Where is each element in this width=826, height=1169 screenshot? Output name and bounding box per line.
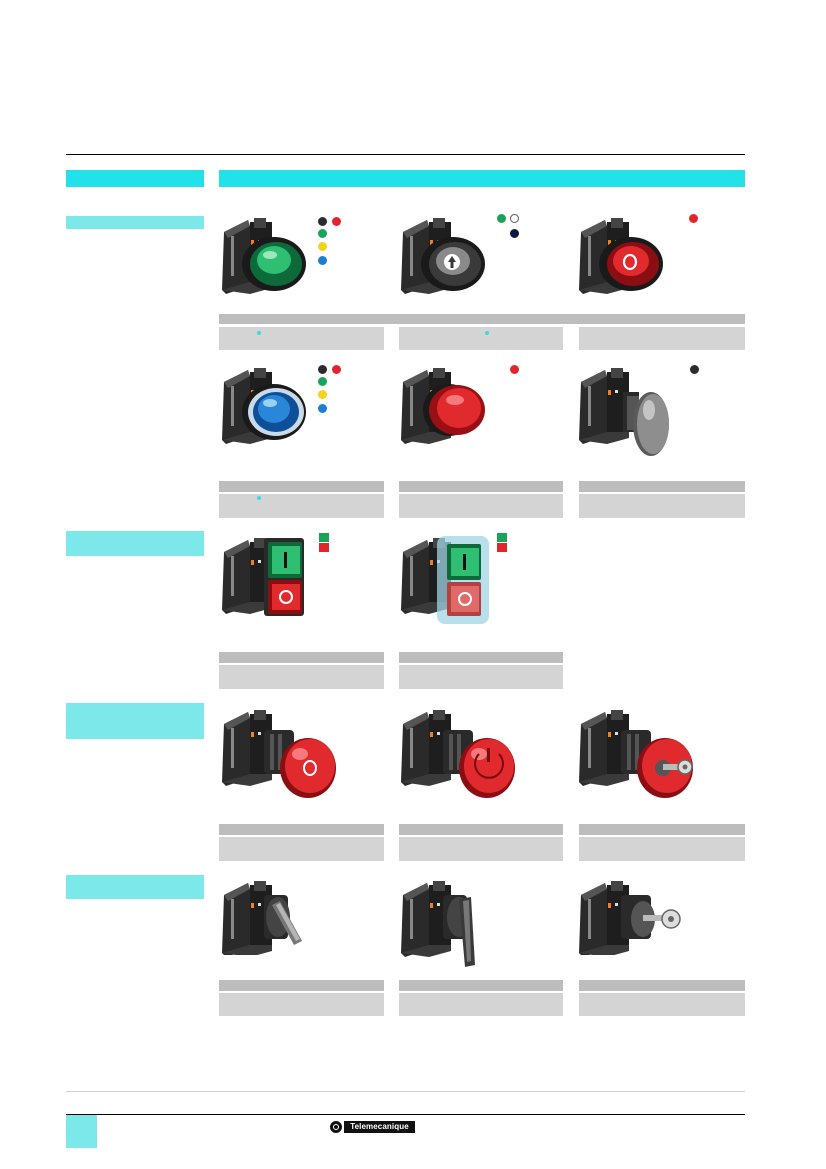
caption-header xyxy=(399,980,563,991)
caption-box xyxy=(399,494,563,518)
color-dot-black xyxy=(690,365,699,374)
color-dot-blue xyxy=(318,404,327,413)
side-label-flush xyxy=(66,216,204,229)
caption-box xyxy=(399,327,563,350)
caption-header xyxy=(219,481,384,492)
key-switch-icon xyxy=(579,881,681,957)
color-square-green xyxy=(497,533,507,542)
projecting-pushbutton-red-icon xyxy=(401,368,485,444)
illuminated-pushbutton-blue-icon xyxy=(222,368,306,444)
color-dot-red xyxy=(332,217,341,226)
caption-box xyxy=(579,494,745,518)
caption-header xyxy=(579,980,745,991)
product-illuminated-blue xyxy=(220,362,310,446)
color-square-red xyxy=(497,543,507,552)
flush-pushbutton-arrow-icon xyxy=(401,218,485,294)
caption-box xyxy=(219,993,384,1016)
telemecanique-logo-icon xyxy=(330,1121,342,1133)
product-emergency-stop-1 xyxy=(220,704,340,800)
color-dot-red xyxy=(510,365,519,374)
caption-header xyxy=(579,824,745,835)
top-rule xyxy=(66,154,745,155)
selector-switch-long-handle-icon xyxy=(401,881,475,967)
marker-dot xyxy=(257,331,261,335)
color-dot-white xyxy=(510,214,519,223)
marker-dot xyxy=(485,331,489,335)
side-label-selector xyxy=(66,875,204,899)
brand-logo: Telemecanique xyxy=(344,1121,415,1133)
caption-header xyxy=(219,652,384,663)
emergency-stop-turn-release-icon xyxy=(401,710,515,798)
flush-pushbutton-red-o-icon xyxy=(579,218,663,294)
product-emergency-stop-3 xyxy=(577,704,697,800)
caption-box xyxy=(399,837,563,861)
caption-box xyxy=(399,665,563,689)
double-headed-pushbutton-icon xyxy=(222,538,304,616)
caption-header xyxy=(219,824,384,835)
color-dot-green xyxy=(318,377,327,386)
product-emergency-stop-2 xyxy=(399,704,519,800)
caption-box xyxy=(219,494,384,518)
product-flush-red xyxy=(577,212,667,296)
color-dot-red xyxy=(332,365,341,374)
color-dot-yellow xyxy=(318,390,327,399)
caption-header xyxy=(399,652,563,663)
emergency-stop-mushroom-icon xyxy=(222,710,336,798)
product-selector-long xyxy=(399,875,499,970)
color-dot-blue xyxy=(318,256,327,265)
color-dot-red xyxy=(689,214,698,223)
color-dot-black xyxy=(318,365,327,374)
product-double-headed-booted xyxy=(399,532,499,627)
color-dot-yellow xyxy=(318,242,327,251)
flush-pushbutton-green-icon xyxy=(222,218,306,294)
footer-page-tab xyxy=(66,1115,97,1148)
caption-box xyxy=(399,993,563,1016)
product-mushroom-grey xyxy=(577,362,677,462)
caption-header xyxy=(399,481,563,492)
footer-rule xyxy=(66,1114,745,1115)
color-square-green xyxy=(319,533,329,542)
emergency-stop-key-release-icon xyxy=(579,710,693,798)
color-dot-green xyxy=(497,214,506,223)
product-key-switch xyxy=(577,875,687,957)
side-label-emergency-stop xyxy=(66,703,204,739)
color-dot-navy xyxy=(510,229,519,238)
double-headed-pushbutton-booted-icon xyxy=(401,536,489,624)
caption-box xyxy=(219,837,384,861)
caption-box xyxy=(219,665,384,689)
caption-box xyxy=(579,993,745,1016)
left-header-band xyxy=(66,170,204,187)
product-flush-arrow xyxy=(399,212,489,296)
mushroom-pushbutton-grey-icon xyxy=(579,368,669,456)
selector-switch-short-handle-icon xyxy=(222,881,302,957)
side-label-double-headed xyxy=(66,531,204,556)
color-square-red xyxy=(319,543,329,552)
product-flush-green xyxy=(220,212,310,296)
caption-header xyxy=(399,824,563,835)
product-selector-short xyxy=(220,875,320,957)
caption-box xyxy=(579,327,745,350)
color-dot-black xyxy=(318,217,327,226)
caption-box xyxy=(219,327,384,350)
product-projecting-red xyxy=(399,362,489,446)
color-dot-green xyxy=(318,229,327,238)
main-header-band xyxy=(219,170,745,187)
footer-thin-rule xyxy=(66,1091,745,1092)
section-divider-bar xyxy=(219,314,745,324)
caption-header xyxy=(219,980,384,991)
caption-header xyxy=(579,481,745,492)
caption-box xyxy=(579,837,745,861)
product-double-headed xyxy=(220,532,320,622)
marker-dot xyxy=(257,496,261,500)
